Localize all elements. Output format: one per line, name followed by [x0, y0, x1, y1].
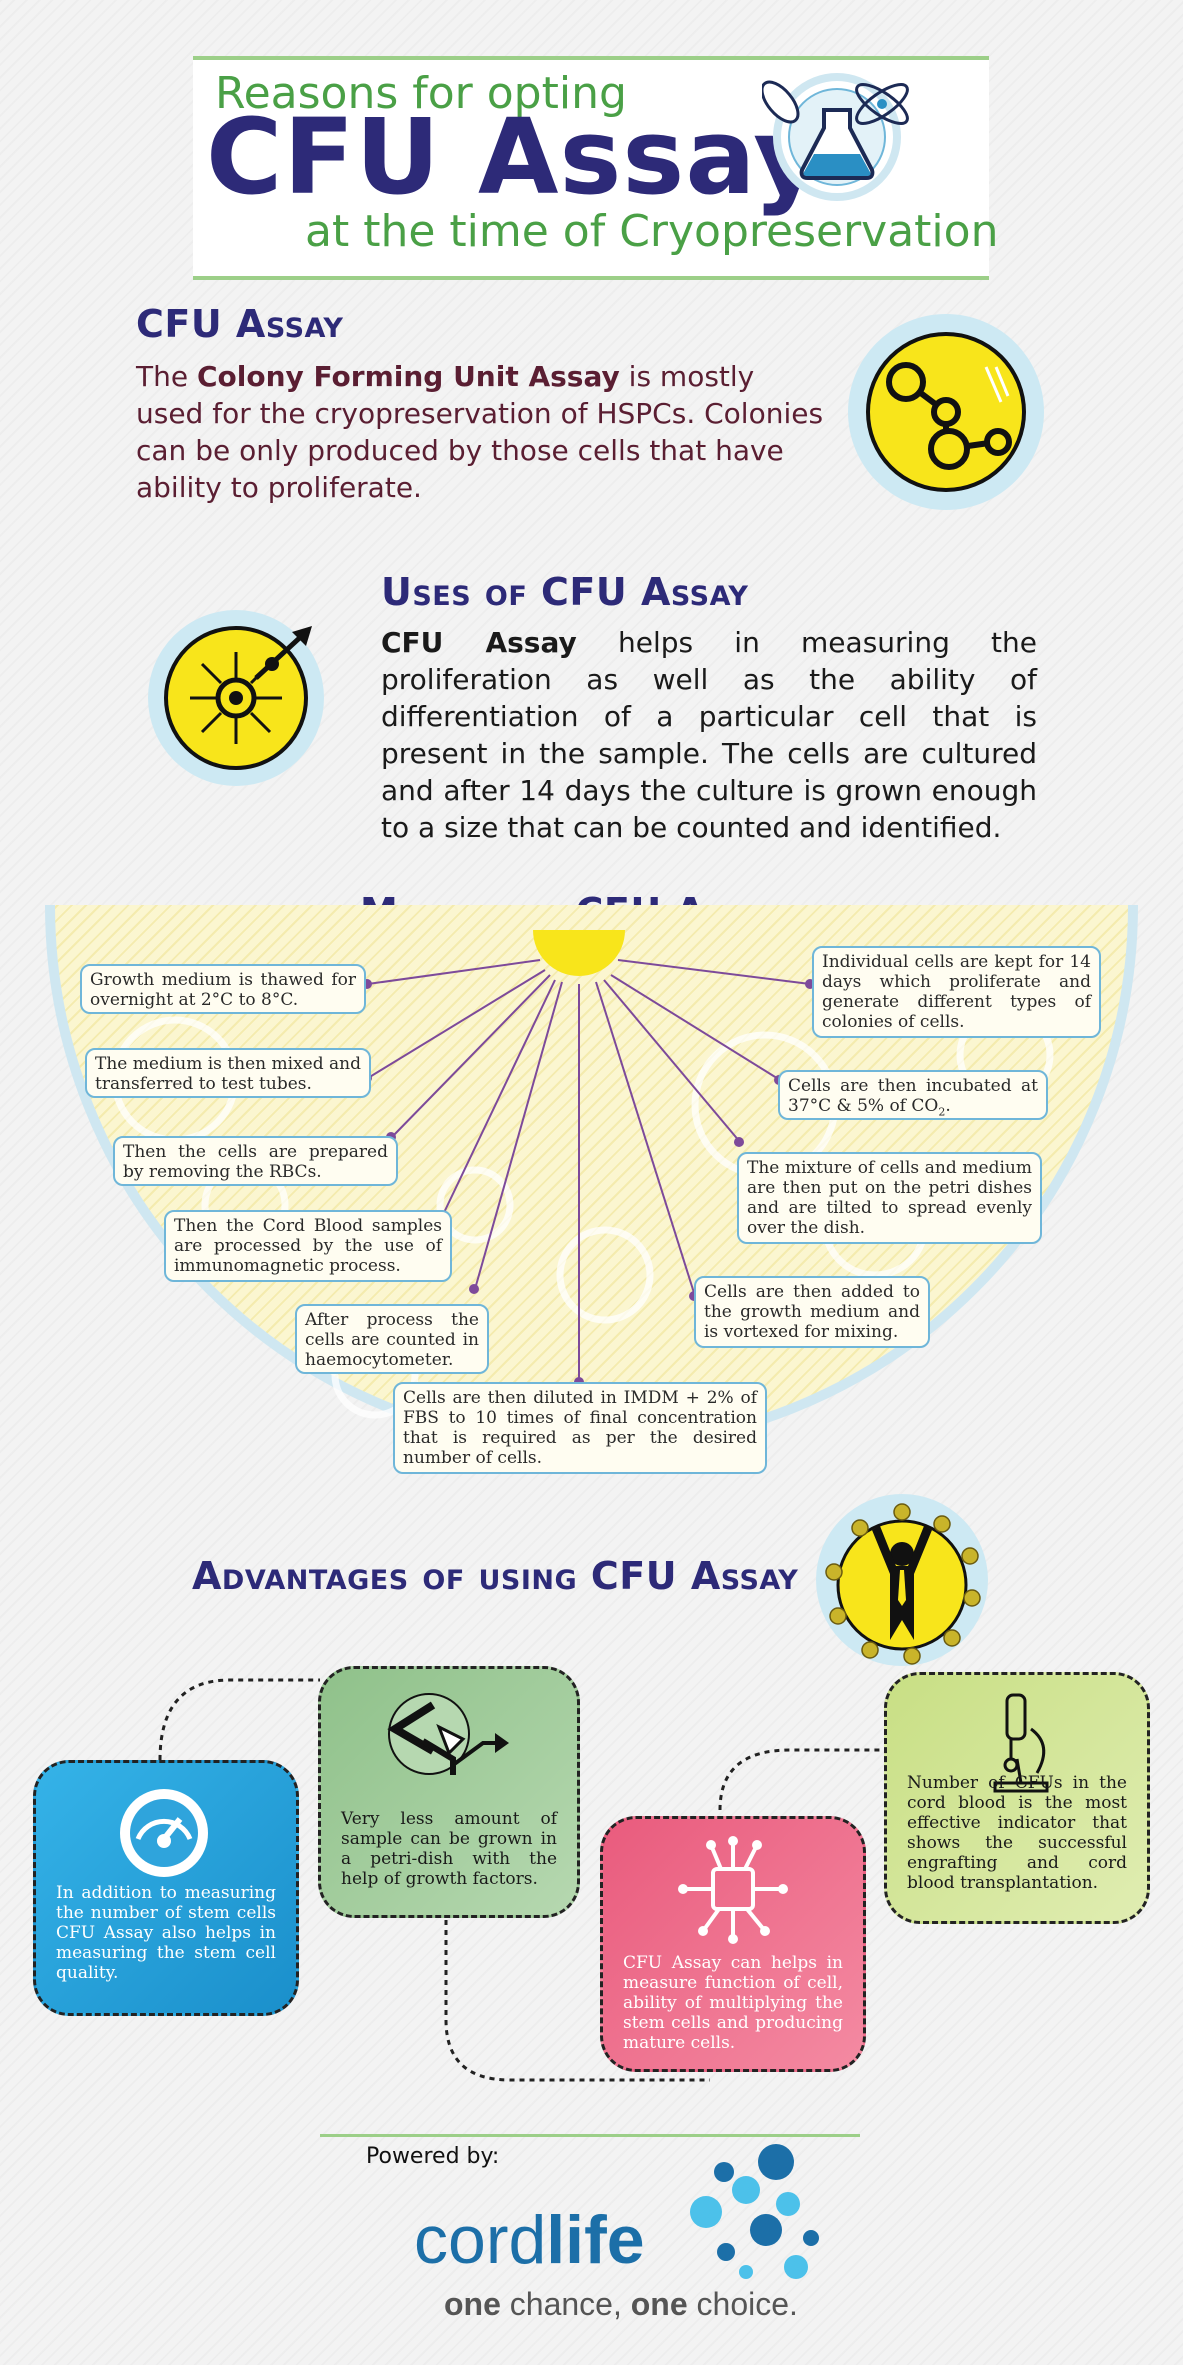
tagline-end: choice. [687, 2286, 798, 2322]
method-step-1: Growth medium is thawed for overnight at… [80, 964, 366, 1014]
uses-description: CFU Assay helps in measuring the prolife… [381, 624, 1037, 846]
uses-text-after: helps in measuring the proliferation as … [381, 626, 1037, 844]
cell-differentiation-icon [148, 610, 324, 786]
tagline-mid: chance, [500, 2286, 631, 2322]
advantage-text-4: Number of CFUs in the cord blood is the … [907, 1773, 1127, 1893]
flask-atom-icon [762, 73, 909, 201]
brand-part-1: cord [414, 2202, 547, 2278]
method-step-6: Cells are then diluted in IMDM + 2% of F… [393, 1382, 767, 1474]
title-pre: Reasons for opting [215, 68, 627, 119]
title-post: at the time of Cryopreservation [305, 206, 999, 257]
method-step-10: Individual cells are kept for 14 days wh… [812, 946, 1101, 1038]
co2-subscript: 2 [938, 1105, 946, 1119]
cfu-assay-heading: CFU Assay [136, 302, 344, 346]
microscope-icon [993, 1693, 1049, 1793]
method-step-3: Then the cells are prepared by removing … [113, 1136, 398, 1186]
page-title: CFU Assay [206, 96, 823, 218]
brand-part-2: life [546, 2202, 645, 2278]
desc-bold-term: Colony Forming Unit Assay [196, 360, 620, 393]
advantage-card-2: Very less amount of sample can be grown … [318, 1666, 580, 1918]
footer-divider [320, 2134, 860, 2137]
advantage-card-3: CFU Assay can helps in measure function … [600, 1816, 866, 2072]
desc-text-before: The [136, 360, 197, 393]
step-9-text: Cells are then incubated at 37°C & 5% of… [788, 1076, 1038, 1116]
method-connectors [367, 930, 811, 1382]
step-dot [805, 979, 815, 989]
step-dot [362, 979, 372, 989]
advantage-card-4: Number of CFUs in the cord blood is the … [884, 1672, 1150, 1924]
step-dot [734, 1137, 744, 1147]
advantages-connectors [158, 1678, 890, 2082]
tagline-one-a: one [444, 2286, 501, 2322]
sun-icon [533, 930, 625, 976]
winner-person-icon [816, 1494, 988, 1666]
cordlife-wordmark: cordlife [414, 2200, 645, 2280]
cfu-assay-description: The Colony Forming Unit Assay is mostly … [136, 358, 826, 506]
tagline-one-b: one [630, 2286, 688, 2322]
arrows-icon [387, 1693, 509, 1775]
advantage-text-2: Very less amount of sample can be grown … [341, 1809, 557, 1889]
method-step-7: Cells are then added to the growth mediu… [694, 1276, 930, 1348]
method-step-8: The mixture of cells and medium are then… [737, 1152, 1042, 1244]
molecule-icon [848, 314, 1044, 510]
method-step-4: Then the Cord Blood samples are processe… [164, 1210, 452, 1282]
method-step-5: After process the cells are counted in h… [295, 1304, 489, 1374]
advantage-text-1: In addition to measuring the number of s… [56, 1883, 276, 1983]
desc-text-after: is mostly used for the cryopreservation … [136, 360, 824, 504]
advantage-text-3: CFU Assay can helps in measure function … [623, 1953, 843, 2053]
method-step-9: Cells are then incubated at 37°C & 5% of… [778, 1070, 1048, 1120]
circuit-icon [678, 1836, 788, 1944]
step-dot [469, 1284, 479, 1294]
gauge-icon [120, 1789, 208, 1877]
method-step-2: The medium is then mixed and transferred… [85, 1048, 371, 1098]
powered-by-label: Powered by: [366, 2144, 500, 2169]
tagline: one chance, one choice. [444, 2286, 798, 2323]
uses-heading: Uses of CFU Assay [381, 570, 749, 614]
step-9-suffix: . [945, 1096, 951, 1116]
advantage-card-1: In addition to measuring the number of s… [33, 1760, 299, 2016]
cordlife-bubbles-logo [690, 2144, 819, 2279]
uses-bold-term: CFU Assay [381, 626, 577, 659]
advantages-heading: Advantages of using CFU Assay [192, 1554, 799, 1598]
